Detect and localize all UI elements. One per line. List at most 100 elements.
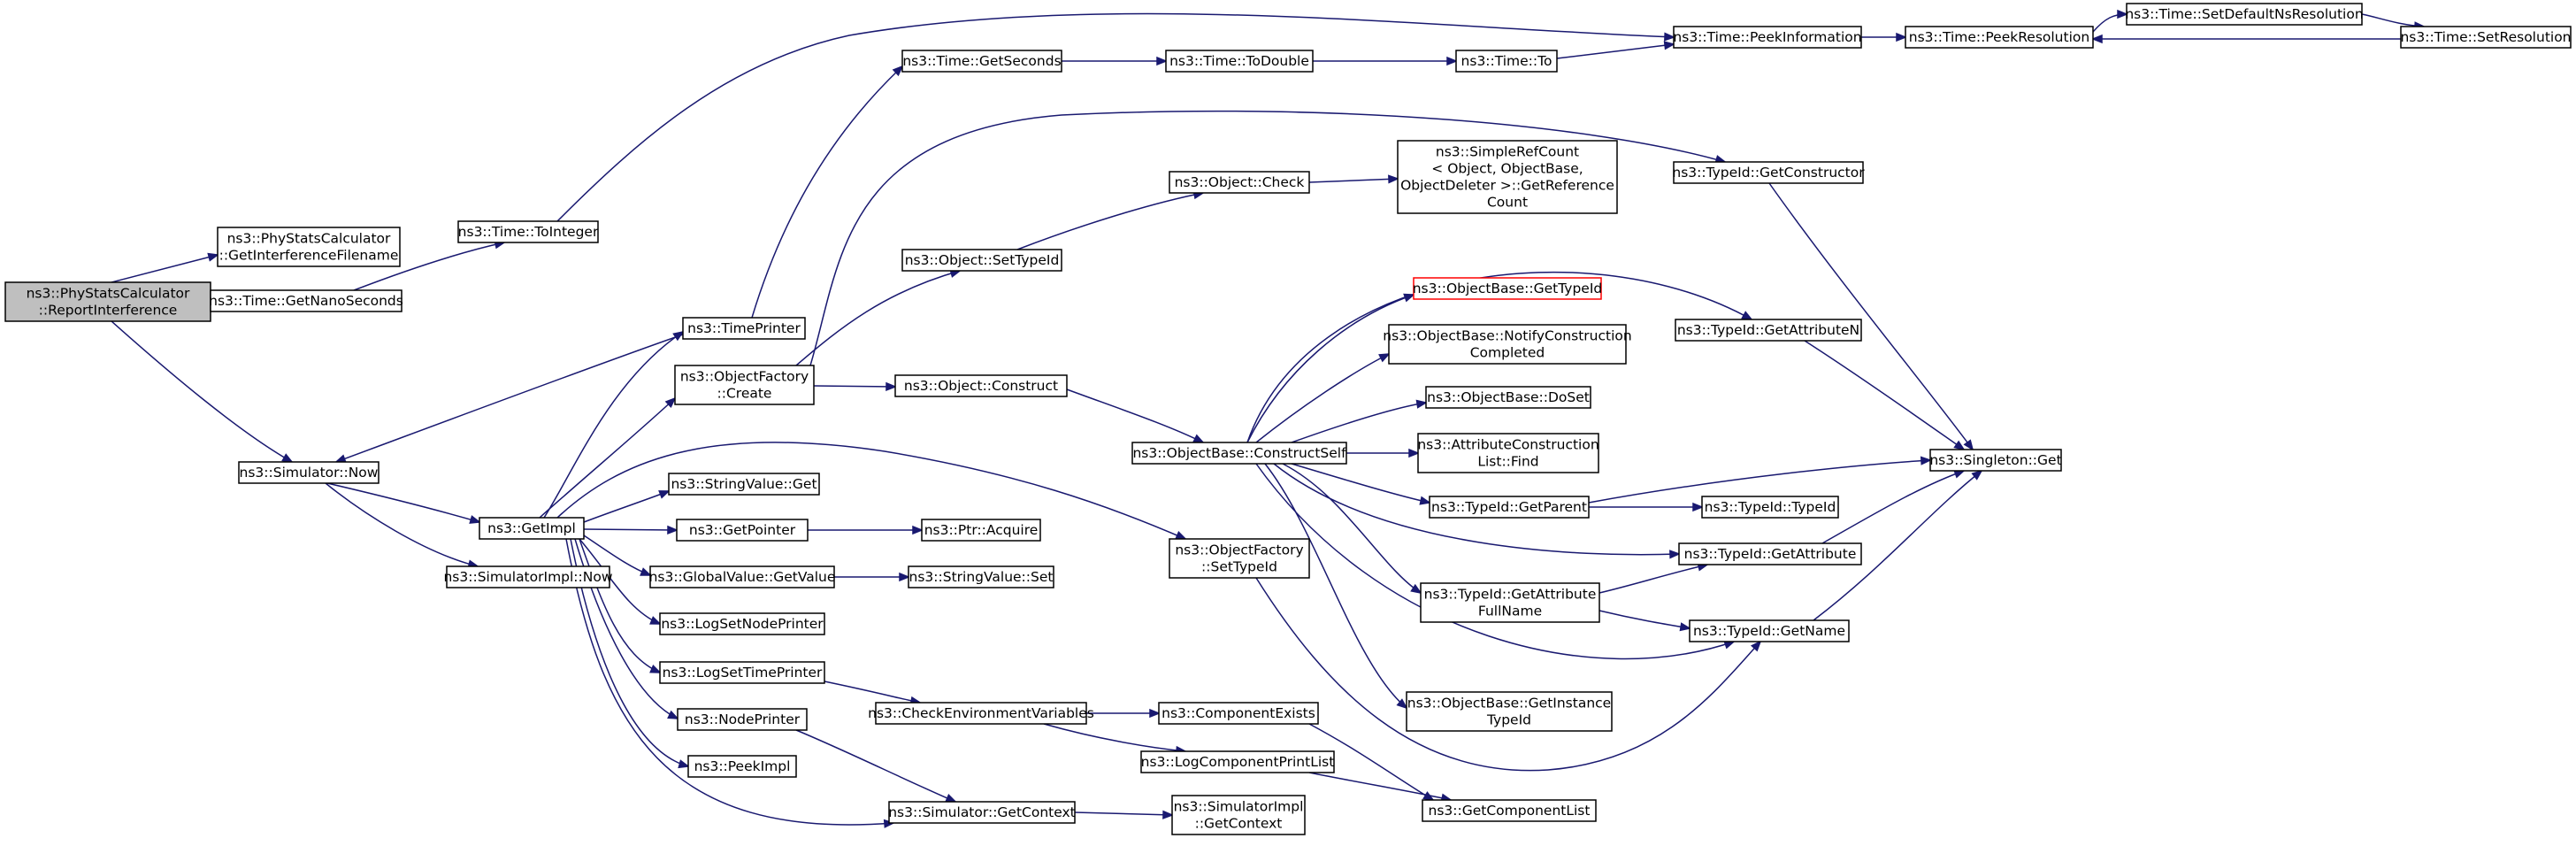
node-simctx[interactable]: ns3::SimulatorImpl::GetContext — [1171, 795, 1306, 835]
node-setres[interactable]: ns3::Time::SetResolution — [2400, 26, 2572, 49]
node-timepr[interactable]: ns3::TimePrinter — [682, 317, 806, 340]
node-getcl[interactable]: ns3::GetComponentList — [1422, 799, 1597, 822]
node-lognode[interactable]: ns3::LogSetNodePrinter — [659, 612, 825, 635]
node-box — [1455, 50, 1558, 73]
node-getif[interactable]: ns3::PhyStatsCalculator::GetInterference… — [217, 227, 401, 267]
edge-getctx-to-simctx — [1074, 810, 1175, 819]
node-ticons[interactable]: ns3::TypeId::GetConstructor — [1672, 161, 1865, 184]
node-label: ns3::ObjectFactory — [680, 369, 809, 385]
node-ofset[interactable]: ns3::ObjectFactory::SetTypeId — [1169, 538, 1310, 579]
node-construct[interactable]: ns3::Object::Construct — [894, 374, 1068, 397]
node-label: ns3::Time::GetSeconds — [902, 53, 1061, 69]
node-tigan[interactable]: ns3::TypeId::GetAttributeN — [1675, 319, 1862, 342]
node-cself[interactable]: ns3::ObjectBase::ConstructSelf — [1131, 442, 1347, 465]
node-label: ns3::GlobalValue::GetValue — [649, 569, 836, 585]
node-box — [1675, 319, 1862, 342]
node-timeto[interactable]: ns3::Time::To — [1455, 50, 1558, 73]
node-report[interactable]: ns3::PhyStatsCalculator::ReportInterfere… — [4, 281, 211, 322]
node-logcpl[interactable]: ns3::LogComponentPrintList — [1140, 750, 1335, 773]
node-box — [446, 565, 610, 588]
node-simimplnow[interactable]: ns3::SimulatorImpl::Now — [443, 565, 613, 588]
node-getimpl[interactable]: ns3::GetImpl — [479, 517, 585, 540]
edge-getimpl-to-strget — [583, 490, 671, 523]
edge-line — [1598, 564, 1708, 594]
node-tigetparent[interactable]: ns3::TypeId::GetParent — [1429, 496, 1590, 519]
node-srcount[interactable]: ns3::SimpleRefCount< Object, ObjectBase,… — [1397, 140, 1618, 214]
arrowhead — [1156, 56, 1169, 66]
node-getns[interactable]: ns3::Time::GetNanoSeconds — [209, 289, 403, 312]
node-tigattr[interactable]: ns3::TypeId::GetAttribute — [1678, 542, 1862, 565]
node-getctx[interactable]: ns3::Simulator::GetContext — [888, 801, 1076, 824]
node-simnow[interactable]: ns3::Simulator::Now — [238, 461, 380, 484]
edge-line — [1291, 463, 1430, 504]
node-gvget[interactable]: ns3::GlobalValue::GetValue — [649, 565, 836, 588]
node-label: ns3::ObjectBase::DoSet — [1427, 389, 1590, 405]
arrowhead — [649, 665, 662, 673]
edge-line — [1246, 294, 1414, 443]
node-box — [901, 249, 1062, 272]
node-label: Completed — [1470, 345, 1545, 361]
node-label: ns3::TypeId::GetAttribute — [1424, 587, 1597, 603]
node-ofcreate[interactable]: ns3::ObjectFactory::Create — [674, 365, 815, 405]
node-box — [1701, 496, 1839, 519]
node-compex[interactable]: ns3::ComponentExists — [1158, 702, 1319, 725]
node-peekinfo[interactable]: ns3::Time::PeekInformation — [1673, 26, 1862, 49]
node-logtime[interactable]: ns3::LogSetTimePrinter — [659, 661, 825, 684]
edge-getptr-to-ptracq — [808, 525, 924, 535]
node-todouble[interactable]: ns3::Time::ToDouble — [1165, 50, 1314, 73]
node-obnotify[interactable]: ns3::ObjectBase::NotifyConstructionCompl… — [1383, 324, 1632, 365]
edge-ofcreate-to-construct — [813, 381, 898, 391]
node-box — [901, 50, 1062, 73]
node-peekimpl[interactable]: ns3::PeekImpl — [687, 755, 797, 778]
edge-construct-to-cself — [1066, 388, 1205, 443]
node-label: ns3::NodePrinter — [685, 711, 801, 727]
node-label: ns3::ObjectBase::GetInstance — [1407, 696, 1611, 711]
node-label: ns3::Time::ToDouble — [1169, 53, 1309, 69]
node-label: TypeId — [1486, 712, 1531, 728]
node-label: ns3::PeekImpl — [694, 758, 791, 774]
node-box — [687, 755, 797, 778]
node-checkenv[interactable]: ns3::CheckEnvironmentVariables — [868, 702, 1094, 725]
node-toint[interactable]: ns3::Time::ToInteger — [457, 220, 599, 243]
edge-line — [795, 270, 961, 366]
node-singleton[interactable]: ns3::Singleton::Get — [1929, 449, 2062, 472]
node-tiname[interactable]: ns3::TypeId::GetName — [1689, 619, 1850, 642]
node-peekres[interactable]: ns3::Time::PeekResolution — [1905, 26, 2094, 49]
node-setti[interactable]: ns3::Object::SetTypeId — [901, 249, 1062, 272]
node-strget[interactable]: ns3::StringValue::Get — [668, 473, 820, 496]
edge-simnow-to-getimpl — [326, 482, 481, 524]
node-label: ns3::PhyStatsCalculator — [27, 286, 190, 302]
node-strset[interactable]: ns3::StringValue::Set — [908, 565, 1054, 588]
edge-tigetparent-to-titypeid — [1589, 502, 1705, 512]
arrowhead — [1741, 311, 1753, 320]
node-label: ns3::Time::GetNanoSeconds — [209, 293, 403, 309]
node-box — [1158, 702, 1319, 725]
node-nodepr[interactable]: ns3::NodePrinter — [677, 708, 808, 731]
node-getsec[interactable]: ns3::Time::GetSeconds — [901, 50, 1062, 73]
node-box — [1140, 750, 1335, 773]
arrowhead — [899, 572, 911, 582]
arrowhead — [658, 490, 671, 499]
node-obdoset[interactable]: ns3::ObjectBase::DoSet — [1425, 386, 1591, 409]
node-label: ns3::ObjectBase::NotifyConstruction — [1383, 328, 1631, 344]
node-label: ns3::ObjectFactory — [1175, 542, 1303, 558]
arrowhead — [1192, 434, 1205, 443]
node-titypeid[interactable]: ns3::TypeId::TypeId — [1701, 496, 1839, 519]
node-label: ::ReportInterference — [39, 303, 178, 319]
node-ptracq[interactable]: ns3::Ptr::Acquire — [921, 519, 1041, 542]
node-obgetti[interactable]: ns3::ObjectBase::GetTypeId — [1413, 277, 1603, 300]
node-label: ns3::Simulator::GetContext — [888, 804, 1076, 820]
node-label: ns3::Time::PeekResolution — [1909, 29, 2089, 45]
node-setdef[interactable]: ns3::Time::SetDefaultNsResolution — [2125, 3, 2364, 26]
node-box — [659, 661, 825, 684]
edge-line — [1255, 577, 1761, 772]
node-check[interactable]: ns3::Object::Check — [1169, 171, 1310, 194]
node-label: ns3::PhyStatsCalculator — [227, 231, 391, 247]
node-label: ns3::Time::SetDefaultNsResolution — [2125, 6, 2363, 22]
node-getptr[interactable]: ns3::GetPointer — [676, 519, 809, 542]
edge-tigattr-to-singleton — [1821, 469, 1966, 544]
arrowhead — [1971, 469, 1983, 481]
